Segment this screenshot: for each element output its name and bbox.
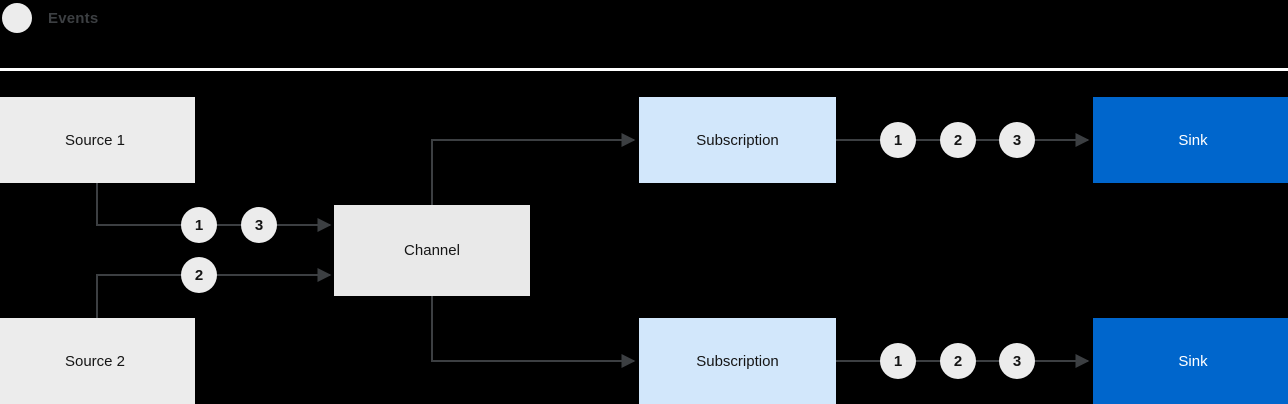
event-bubble-label: 2 [953,352,963,370]
legend-event-dot-icon [2,3,32,33]
event-bubble-label: 3 [1012,131,1022,149]
event-bubble-label: 1 [893,352,903,370]
header-divider [0,68,1288,71]
event-bubble: 1 [181,207,217,243]
node-channel-label: Channel [404,242,460,259]
event-bubble: 3 [241,207,277,243]
node-subscription-top-label: Subscription [696,131,779,149]
node-subscription-bottom[interactable]: Subscription [639,318,836,404]
node-sink-top-label: Sink [1178,131,1208,149]
node-source-1[interactable]: Source 1 [0,97,195,183]
legend: Events [0,0,1288,36]
node-source-1-label: Source 1 [64,131,126,149]
legend-label: Events [48,9,99,27]
event-bubble-label: 3 [254,216,264,234]
node-sink-top[interactable]: Sink [1093,97,1288,183]
event-bubble-label: 2 [953,131,963,149]
event-bubble: 3 [999,122,1035,158]
node-subscription-top[interactable]: Subscription [639,97,836,183]
event-bubble-label: 1 [194,216,204,234]
event-bubble: 3 [999,343,1035,379]
node-source-2[interactable]: Source 2 [0,318,195,404]
node-sink-bottom-label: Sink [1178,352,1208,370]
node-channel[interactable]: Channel [334,205,530,296]
event-bubble: 1 [880,122,916,158]
event-bubble: 1 [880,343,916,379]
event-bubble: 2 [940,122,976,158]
event-bubble-label: 2 [194,266,204,284]
node-source-2-label: Source 2 [64,352,126,370]
node-sink-bottom[interactable]: Sink [1093,318,1288,404]
event-bubble: 2 [181,257,217,293]
event-bubble: 2 [940,343,976,379]
event-bubble-label: 1 [893,131,903,149]
node-subscription-bottom-label: Subscription [696,352,779,370]
event-bubble-label: 3 [1012,352,1022,370]
